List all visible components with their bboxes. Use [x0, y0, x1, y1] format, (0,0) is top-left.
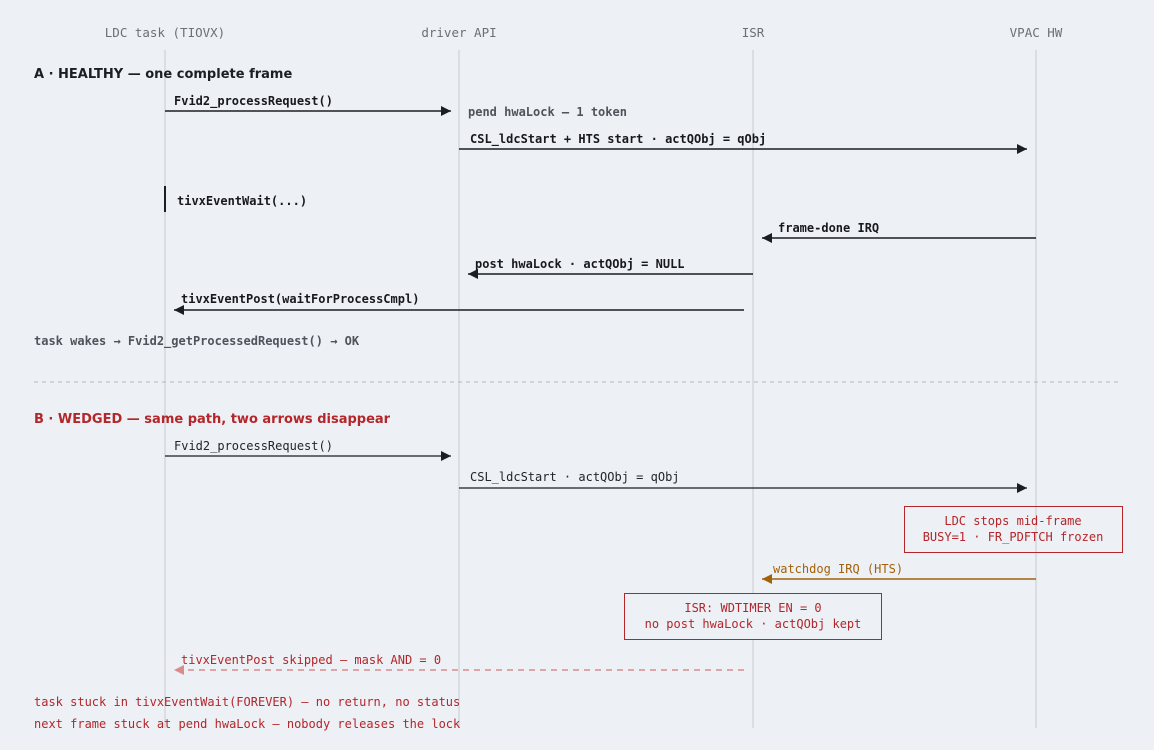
label-a-ldc-start: CSL_ldcStart + HTS start · actQObj = qOb…: [470, 132, 766, 147]
section-a-footer: task wakes → Fvid2_getProcessedRequest()…: [34, 334, 360, 349]
label-b-event-post-skipped: tivxEventPost skipped — mask AND = 0: [181, 653, 441, 667]
label-a-post-hwalock: post hwaLock · actQObj = NULL: [475, 257, 685, 271]
section-a-title: A · HEALTHY — one complete frame: [34, 67, 292, 82]
isr-failure-line-1: ISR: WDTIMER EN = 0: [684, 601, 821, 615]
isr-failure-box: [624, 593, 882, 640]
lane-header-hw: VPAC HW: [1010, 25, 1063, 40]
label-b-watchdog-irq: watchdog IRQ (HTS): [773, 562, 903, 576]
label-a-frame-done-irq: frame-done IRQ: [778, 221, 879, 235]
lane-header-driver: driver API: [421, 25, 496, 40]
label-a-event-post: tivxEventPost(waitForProcessCmpl): [181, 292, 419, 306]
note-event-wait: tivxEventWait(...): [177, 194, 307, 208]
label-a-process-request: Fvid2_processRequest(): [174, 94, 333, 109]
section-b-footer-2: next frame stuck at pend hwaLock — nobod…: [34, 717, 461, 731]
isr-failure-line-2: no post hwaLock · actQObj kept: [645, 617, 862, 631]
note-pend-hwalock: pend hwaLock — 1 token: [468, 105, 627, 119]
label-b-ldc-start: CSL_ldcStart · actQObj = qObj: [470, 470, 680, 484]
hw-stall-box: [904, 506, 1123, 553]
hw-stall-line-2: BUSY=1 · FR_PDFTCH frozen: [923, 530, 1104, 544]
lane-header-isr: ISR: [742, 25, 765, 40]
lane-header-task: LDC task (TIOVX): [105, 25, 225, 40]
hw-stall-line-1: LDC stops mid-frame: [944, 514, 1081, 528]
section-b-title: B · WEDGED — same path, two arrows disap…: [34, 412, 391, 427]
section-b-footer-1: task stuck in tivxEventWait(FOREVER) — n…: [34, 695, 460, 709]
label-b-process-request: Fvid2_processRequest(): [174, 439, 333, 453]
